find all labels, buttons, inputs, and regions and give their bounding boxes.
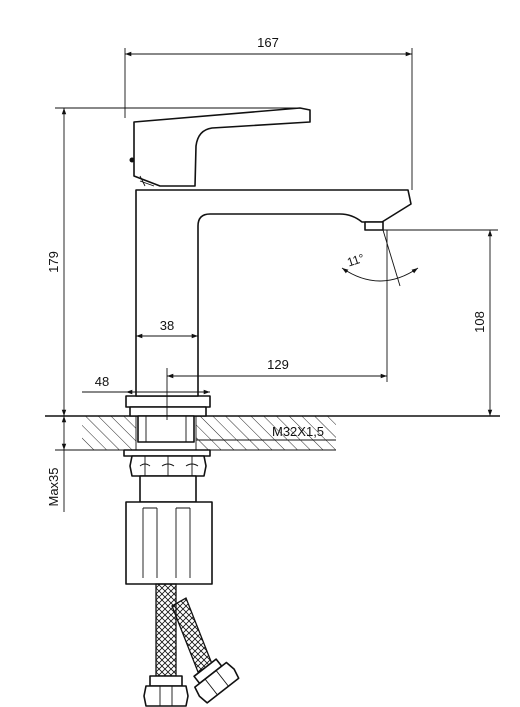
dimension-lines [55, 48, 498, 512]
faucet-body [125, 107, 412, 417]
left-fitting-nut [143, 685, 189, 707]
base-width-label: 48 [95, 374, 109, 389]
base-ring [129, 406, 207, 417]
countertop-section [45, 415, 500, 451]
spout-reach-label: 129 [267, 357, 289, 372]
overall-height-label: 179 [46, 251, 61, 273]
aerator [364, 221, 384, 231]
fixing-nut [125, 501, 213, 585]
hose-left [155, 583, 177, 677]
lever-handle [133, 107, 311, 187]
max-thickness-label: Max35 [46, 467, 61, 506]
washer [123, 449, 211, 457]
base-flange [125, 395, 211, 408]
hose-right [171, 597, 213, 673]
thread-label: M32X1,5 [272, 424, 324, 439]
threaded-rod [139, 475, 197, 503]
right-fitting-nut [193, 658, 240, 704]
angle-label: 11° [345, 251, 366, 270]
body-width-label: 38 [160, 318, 174, 333]
overall-width-label: 167 [257, 35, 279, 50]
handle-pivot [129, 157, 135, 163]
under-counter-fittings [123, 415, 213, 585]
supply-hoses [143, 583, 240, 707]
dimension-labels: 167 179 108 129 38 48 M32X1,5 Max35 11° [46, 35, 487, 507]
spout-height-label: 108 [472, 311, 487, 333]
